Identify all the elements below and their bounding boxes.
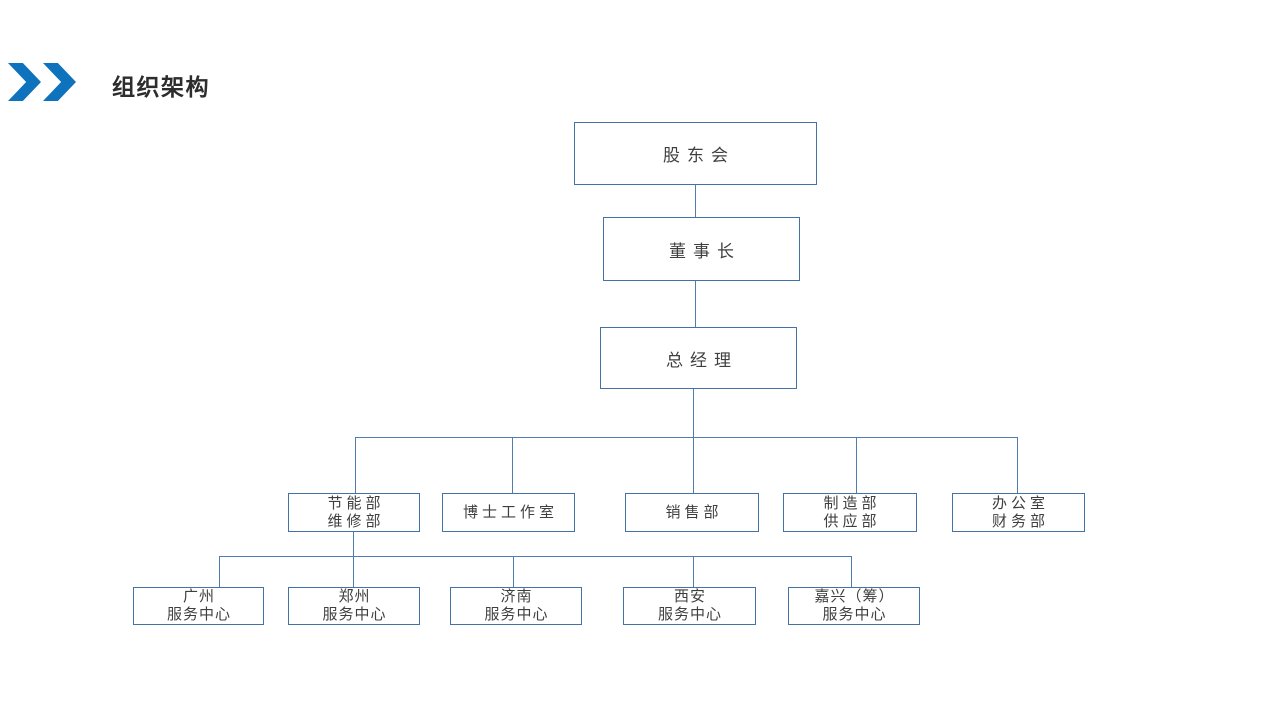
org-node-xian-center: 西安 服务中心 <box>623 587 756 625</box>
org-node-label: 服务中心 <box>657 606 722 623</box>
connector-line <box>856 437 857 493</box>
org-node-zhengzhou-center: 郑州 服务中心 <box>288 587 420 625</box>
connector-line <box>851 556 852 587</box>
org-node-office-finance: 办公室 财务部 <box>952 493 1085 532</box>
org-node-label: 广州 <box>182 588 215 605</box>
org-node-label: 嘉兴（筹） <box>814 588 895 605</box>
org-node-shareholders: 股东会 <box>574 122 817 185</box>
org-node-label: 股东会 <box>663 146 735 165</box>
org-node-label: 董事长 <box>669 241 741 261</box>
connector-line <box>1017 437 1018 493</box>
org-node-label: 郑州 <box>338 588 371 605</box>
org-node-label: 西安 <box>673 588 706 605</box>
org-node-label: 服务中心 <box>484 606 549 623</box>
org-node-energy-maintenance: 节能部 维修部 <box>288 493 420 532</box>
org-node-sales: 销售部 <box>625 493 759 532</box>
org-node-jiaxing-center: 嘉兴（筹） 服务中心 <box>788 587 920 625</box>
connector-line <box>353 532 354 587</box>
org-node-doctor-studio: 博士工作室 <box>442 493 575 532</box>
connector-line <box>693 389 694 493</box>
org-node-label: 博士工作室 <box>462 503 558 521</box>
connector-line <box>512 437 513 493</box>
connector-line <box>355 437 1018 438</box>
connector-line <box>219 556 220 587</box>
chevron-arrow-icon <box>8 63 41 101</box>
org-node-label: 制造部 <box>823 494 881 512</box>
org-node-label: 节能部 <box>327 494 385 512</box>
org-node-label: 维修部 <box>327 512 385 530</box>
connector-line <box>355 437 356 493</box>
org-node-manufacturing-supply: 制造部 供应部 <box>783 493 917 532</box>
org-node-guangzhou-center: 广州 服务中心 <box>133 587 264 625</box>
org-node-label: 服务中心 <box>322 606 387 623</box>
org-node-general-manager: 总经理 <box>600 327 797 389</box>
org-node-label: 济南 <box>500 588 533 605</box>
org-node-label: 总经理 <box>666 350 738 370</box>
org-node-chairman: 董事长 <box>603 217 800 281</box>
org-node-jinan-center: 济南 服务中心 <box>450 587 582 625</box>
connector-line <box>695 281 696 327</box>
org-node-label: 服务中心 <box>166 606 231 623</box>
page-title: 组织架构 <box>112 74 210 100</box>
org-node-label: 办公室 <box>991 494 1049 512</box>
connector-line <box>513 556 514 587</box>
connector-line <box>219 556 851 557</box>
org-node-label: 服务中心 <box>822 606 887 623</box>
org-node-label: 财务部 <box>991 512 1049 530</box>
org-node-label: 供应部 <box>823 512 881 530</box>
connector-line <box>693 556 694 587</box>
org-node-label: 销售部 <box>665 503 723 521</box>
connector-line <box>695 185 696 217</box>
chevron-arrow-icon <box>43 63 76 101</box>
